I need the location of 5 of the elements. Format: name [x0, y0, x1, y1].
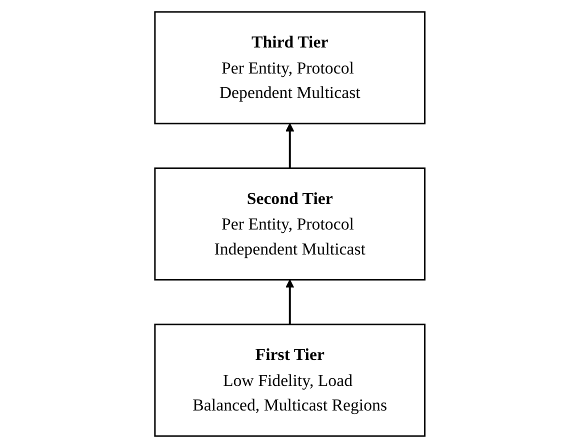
node-box: Third Tier Per Entity, Protocol Dependent Multicast	[154, 10, 426, 124]
node-box: Second Tier Per Entity, Protocol Independent Multicast	[154, 166, 426, 280]
arrow	[286, 278, 294, 324]
node-box: First Tier Low Fidelity, Load Balanced, Multicast Regions	[154, 323, 426, 436]
arrow	[286, 122, 294, 168]
